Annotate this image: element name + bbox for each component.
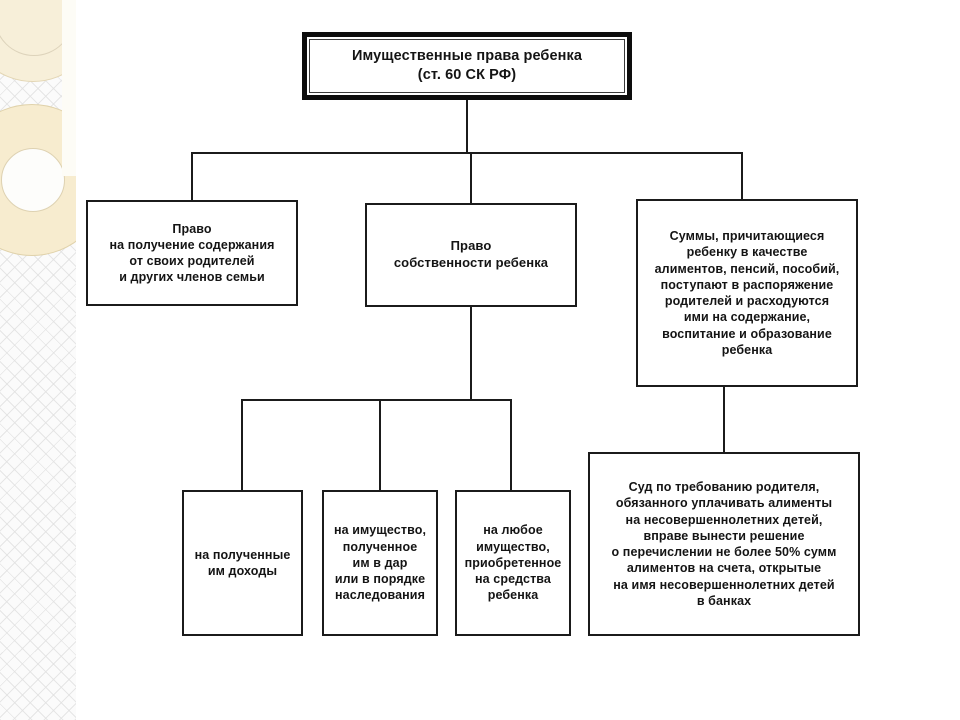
- background-texture-left: [0, 0, 76, 720]
- node-court-decision-label: Суд по требованию родителя, обязанного у…: [611, 480, 837, 608]
- node-right-to-maintenance-label: Право на получение содержания от своих р…: [109, 221, 275, 285]
- node-gifted-inherited-property-label: на имущество, полученное им в дар или в …: [333, 523, 427, 603]
- node-ownership-right: Право собственности ребенка: [365, 203, 577, 307]
- node-purchased-property-label: на любое имущество, приобретенное на сре…: [464, 523, 562, 603]
- node-root-label: Имущественные права ребенка (ст. 60 СК Р…: [351, 48, 583, 83]
- node-alimony-sums-label: Суммы, причитающиеся ребенку в качестве …: [654, 229, 840, 357]
- node-purchased-property: на любое имущество, приобретенное на сре…: [455, 490, 571, 636]
- node-gifted-inherited-property: на имущество, полученное им в дар или в …: [322, 490, 438, 636]
- node-right-to-maintenance: Право на получение содержания от своих р…: [86, 200, 298, 306]
- decorative-circle-middle-hole-icon: [1, 148, 65, 212]
- decorative-circle-top-inner-icon: [0, 0, 74, 56]
- node-alimony-sums: Суммы, причитающиеся ребенку в качестве …: [636, 199, 858, 387]
- node-court-decision: Суд по требованию родителя, обязанного у…: [588, 452, 860, 636]
- node-received-income: на полученные им доходы: [182, 490, 303, 636]
- node-root-property-rights: Имущественные права ребенка (ст. 60 СК Р…: [302, 32, 632, 100]
- node-ownership-right-label: Право собственности ребенка: [393, 238, 549, 270]
- node-received-income-label: на полученные им доходы: [194, 547, 291, 578]
